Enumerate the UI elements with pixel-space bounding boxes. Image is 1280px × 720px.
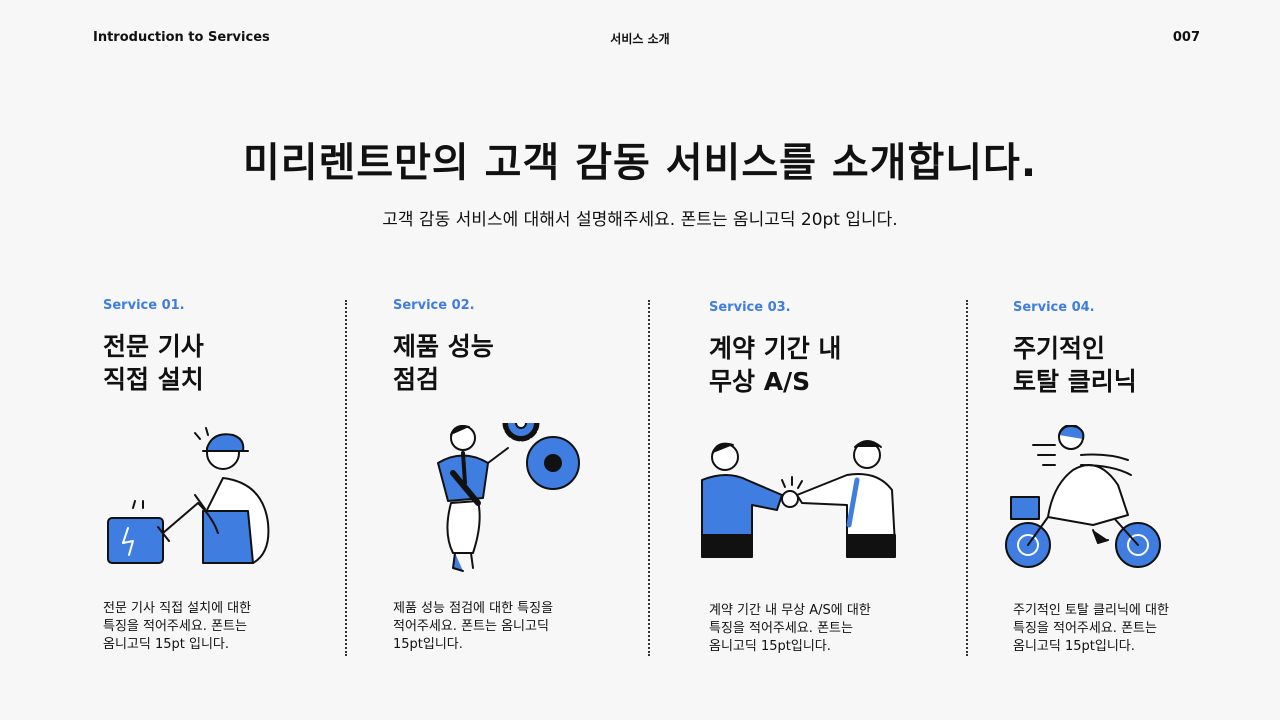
service-card-1: Service 01. 전문 기사 직접 설치 전문 기사 직접 설치에 대한 … [103,298,333,668]
section-label: 서비스 소개 [610,32,670,46]
column-divider [345,300,347,656]
service-tag: Service 02. [393,298,475,313]
gears-inspection-icon [437,423,580,572]
section-english-label: Introduction to Services [93,30,270,45]
column-divider [648,300,650,656]
service-tag: Service 04. [1013,300,1095,315]
installer-with-wrench-icon [107,427,270,564]
service-description: 전문 기사 직접 설치에 대한 특징을 적어주세요. 폰트는 옴니고딕 15pt… [103,601,252,652]
column-divider [966,300,968,656]
top-bar: 서비스 소개 Introduction to Services 007 [0,30,1280,50]
service-description: 제품 성능 점검에 대한 특징을 적어주세요. 폰트는 옴니고딕 15pt입니다… [393,601,554,652]
service-description: 주기적인 토탈 클리닉에 대한 특징을 적어주세요. 폰트는 옴니고딕 15pt… [1013,603,1169,654]
service-description: 계약 기간 내 무상 A/S에 대한 특징을 적어주세요. 폰트는 옴니고딕 1… [709,603,871,654]
delivery-bike-icon [1005,425,1161,568]
handshake-icon [701,440,896,558]
service-title: 전문 기사 직접 설치 [103,332,204,394]
page-subtitle: 고객 감동 서비스에 대해서 설명해주세요. 폰트는 옴니고딕 20pt 입니다… [382,210,898,230]
page-number: 007 [1172,30,1200,45]
service-card-3: Service 03. 계약 기간 내 무상 A/S 계약 기간 내 무상 A/… [701,300,939,670]
service-tag: Service 01. [103,298,185,313]
service-title: 계약 기간 내 무상 A/S [709,334,842,396]
page-title: 미리렌트만의 고객 감동 서비스를 소개합니다. [242,140,1038,186]
service-title: 제품 성능 점검 [393,332,494,394]
service-card-2: Service 02. 제품 성능 점검 제품 성능 점검에 대한 특징을 적어… [393,298,623,668]
service-tag: Service 03. [709,300,791,315]
service-title: 주기적인 토탈 클리닉 [1013,334,1137,396]
service-card-4: Service 04. 주기적인 토탈 클리닉 주기적인 토탈 클리닉에 대한 … [1005,300,1243,670]
